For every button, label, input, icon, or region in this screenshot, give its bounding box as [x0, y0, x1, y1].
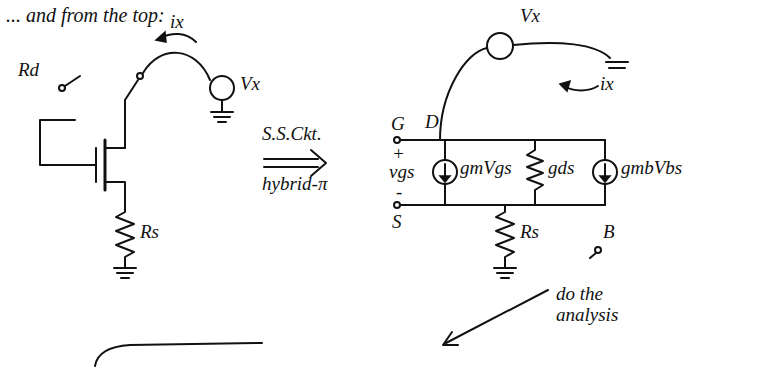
pin-name: G — [391, 114, 405, 135]
ground-symbol — [214, 116, 230, 118]
ground-symbol — [117, 272, 133, 274]
ground-symbol — [606, 61, 628, 63]
open-terminal — [137, 73, 143, 79]
resistor-symbol — [496, 205, 514, 268]
ground-symbol — [114, 267, 136, 269]
resistor-symbol — [527, 140, 543, 205]
wire — [590, 253, 596, 258]
arrow-head — [440, 176, 450, 182]
signal-name: ix — [600, 74, 614, 95]
component-name: gmbVbs — [621, 158, 682, 179]
signal-name: Vx — [240, 74, 260, 95]
ground-symbol — [121, 277, 129, 279]
component-name: Rs — [140, 222, 159, 243]
ground-symbol — [497, 272, 513, 274]
wire — [604, 184, 606, 205]
ground-symbol — [218, 121, 226, 123]
wire — [221, 100, 223, 112]
arrow-head — [156, 32, 166, 42]
note-text: do the analysis — [556, 284, 640, 326]
current-source-symbol — [593, 160, 617, 184]
ground-symbol — [609, 67, 625, 69]
polarity-sign: - — [396, 182, 402, 203]
pin-name: S — [392, 212, 402, 233]
note-text: hybrid-π — [262, 174, 327, 195]
wire — [444, 184, 446, 205]
component-name: Rs — [520, 222, 539, 243]
resistor-symbol — [116, 205, 134, 268]
arrow-head — [600, 176, 610, 182]
ground-symbol — [211, 111, 233, 113]
double-arrow — [264, 166, 318, 168]
double-arrow — [264, 158, 318, 160]
drain-lead — [105, 147, 125, 149]
wire — [604, 140, 606, 160]
pin-name: B — [603, 222, 615, 243]
wire — [143, 53, 210, 80]
source-lead — [105, 182, 125, 205]
double-arrow — [311, 150, 326, 176]
component-name: gds — [548, 158, 574, 179]
signal-name: vgs — [389, 162, 414, 183]
bottom-wire — [400, 204, 605, 206]
wire — [444, 140, 446, 160]
signal-name: ix — [170, 12, 184, 33]
note-text: S.S.Ckt. — [262, 124, 322, 145]
arrow-head — [443, 332, 458, 345]
component-name: Rd — [18, 60, 39, 81]
ground-symbol — [501, 277, 509, 279]
ground-symbol — [494, 267, 516, 269]
pin-name: D — [425, 112, 439, 133]
arrow-head — [560, 81, 570, 91]
current-arrow — [564, 86, 598, 91]
wire — [440, 48, 487, 140]
box-outline — [95, 343, 262, 366]
pointer-arrow — [446, 290, 548, 343]
current-source-symbol — [433, 160, 457, 184]
voltage-source-symbol — [487, 33, 513, 59]
wire — [513, 43, 610, 58]
top-wire — [400, 139, 605, 141]
voltage-source-symbol — [210, 76, 234, 100]
heading-note: ... and from the top: — [6, 4, 165, 26]
drain-wire — [125, 80, 138, 148]
wire — [65, 76, 80, 86]
signal-name: Vx — [520, 6, 540, 27]
component-name: gmVgs — [460, 158, 512, 179]
gate-wire — [40, 120, 96, 165]
